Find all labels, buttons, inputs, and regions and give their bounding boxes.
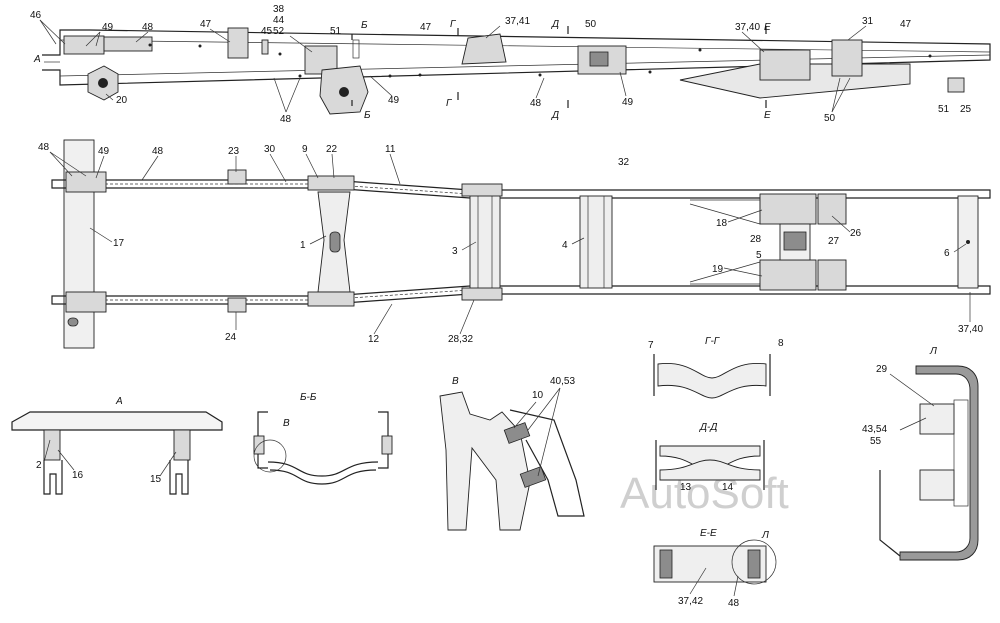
- plan-label: 6: [944, 248, 950, 259]
- view-ee-title: Е-Е: [700, 528, 717, 539]
- side-label: 47: [200, 19, 212, 30]
- side-label: Е: [764, 22, 771, 33]
- side-label: Г: [450, 19, 457, 30]
- side-label: 25: [960, 104, 972, 115]
- plan-label: 24: [225, 332, 237, 343]
- side-label: Е: [764, 110, 771, 121]
- view-gg-title: Г-Г: [705, 336, 721, 347]
- plan-leaders: [49, 151, 971, 335]
- view-l-label: 43,54: [862, 424, 887, 435]
- view-a-label: 2: [36, 460, 42, 471]
- side-label: 47: [420, 22, 432, 33]
- view-gg: Г-Г 7 8: [648, 336, 784, 399]
- view-l: Л 29 43,54 55: [862, 346, 979, 561]
- side-leaders: [39, 19, 867, 113]
- side-label: 37,40: [735, 22, 760, 33]
- plan-label: 48: [38, 142, 50, 153]
- view-a-label: 16: [72, 470, 84, 481]
- side-label: 48: [142, 22, 154, 33]
- side-label: 52: [273, 26, 285, 37]
- side-label: 46: [30, 10, 42, 21]
- plan-label: 11: [385, 144, 396, 155]
- side-label: Б: [364, 110, 371, 121]
- view-a-title: А: [115, 396, 123, 407]
- plan-view: [51, 139, 991, 349]
- side-label: 47: [900, 19, 912, 30]
- plan-label: 27: [828, 236, 840, 247]
- view-l-title: Л: [929, 346, 937, 357]
- side-label: 37,41: [505, 16, 530, 27]
- plan-label: 32: [618, 157, 630, 168]
- side-label: 49: [102, 22, 114, 33]
- side-view-labels: 46 49 48 47 38 44 52 45 51 Б 47 Г 37,41 …: [30, 4, 972, 125]
- side-view: [42, 26, 991, 115]
- view-bb: Б-Б В: [253, 392, 393, 485]
- side-label: Г: [446, 98, 453, 109]
- view-ee-label: 37,42: [678, 596, 703, 607]
- view-v-title: В: [452, 376, 459, 387]
- side-label: Б: [361, 20, 368, 31]
- side-label: 50: [824, 113, 836, 124]
- side-label: 49: [388, 95, 400, 106]
- side-label: 31: [862, 16, 874, 27]
- plan-label: 12: [368, 334, 380, 345]
- plan-label: 23: [228, 146, 240, 157]
- plan-label: 3: [452, 246, 458, 257]
- plan-label: 4: [562, 240, 568, 251]
- plan-label: 22: [326, 144, 338, 155]
- side-label: 45: [261, 26, 273, 37]
- view-gg-label: 8: [778, 338, 784, 349]
- side-label: 48: [530, 98, 542, 109]
- side-label: Д: [551, 19, 559, 30]
- plan-label: 17: [113, 238, 125, 249]
- view-l-label: 55: [870, 436, 882, 447]
- side-label: 49: [622, 97, 634, 108]
- view-ee: Е-Е Л 37,42 48: [653, 528, 777, 609]
- plan-label: 28,32: [448, 334, 473, 345]
- view-dd-label: 13: [680, 482, 692, 493]
- plan-label: 49: [98, 146, 110, 157]
- plan-label: 37,40: [958, 324, 983, 335]
- section-mark: А: [33, 54, 41, 65]
- plan-label: 28: [750, 234, 762, 245]
- view-gg-label: 7: [648, 340, 654, 351]
- plan-label: 26: [850, 228, 862, 239]
- view-dd-title: Д-Д: [699, 422, 717, 433]
- view-bb-title: Б-Б: [300, 392, 317, 403]
- view-v: В 40,53 10: [439, 376, 585, 531]
- view-dd: Д-Д 13 14: [655, 422, 765, 493]
- side-label: 38: [273, 4, 285, 15]
- side-label: 51: [330, 26, 342, 37]
- side-label: 44: [273, 15, 285, 26]
- side-label: 51: [938, 104, 950, 115]
- plan-label: 19: [712, 264, 724, 275]
- plan-label: 30: [264, 144, 276, 155]
- view-ee-callout: Л: [761, 530, 769, 541]
- view-l-label: 29: [876, 364, 888, 375]
- plan-label: 9: [302, 144, 308, 155]
- view-v-label: 40,53: [550, 376, 575, 387]
- view-bb-callout: В: [283, 418, 290, 429]
- side-label: 50: [585, 19, 597, 30]
- view-dd-label: 14: [722, 482, 734, 493]
- plan-label: 48: [152, 146, 164, 157]
- plan-view-labels: 48 49 48 23 30 9 22 11 32 17 1 3 4 18 26…: [38, 142, 983, 345]
- side-label: 20: [116, 95, 128, 106]
- side-label: 48: [280, 114, 292, 125]
- plan-label: 1: [300, 240, 306, 251]
- view-a: А 2 16 15: [11, 396, 223, 495]
- plan-label: 18: [716, 218, 728, 229]
- side-rail-holes: [148, 43, 932, 78]
- side-label: Д: [551, 110, 559, 121]
- view-ee-label: 48: [728, 598, 740, 609]
- view-v-label: 10: [532, 390, 544, 401]
- plan-label: 5: [756, 250, 762, 261]
- view-a-label: 15: [150, 474, 162, 485]
